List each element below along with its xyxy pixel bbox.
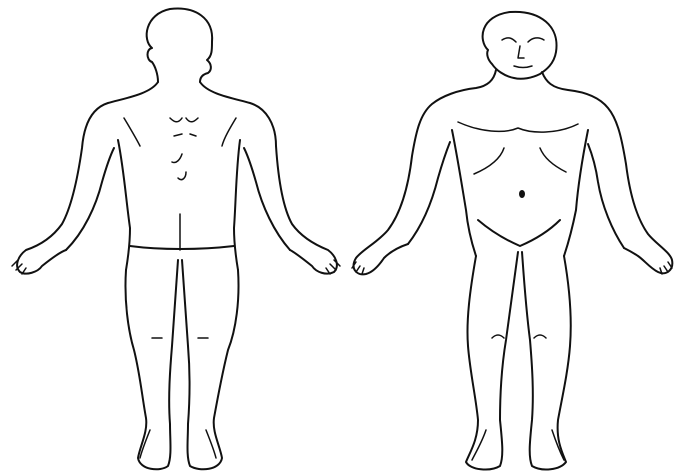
front-groin-line <box>478 220 560 246</box>
back-body-contour <box>17 82 337 274</box>
back-waist-line <box>130 246 234 249</box>
front-navel <box>519 190 525 198</box>
front-eye-left <box>502 38 516 42</box>
front-feet-lines <box>472 430 564 460</box>
front-view-figure <box>352 12 672 470</box>
back-shoulder-blade-left <box>124 118 140 146</box>
back-arm-inner <box>66 148 290 250</box>
front-knee-marks <box>492 335 546 338</box>
front-eye-right <box>528 38 544 42</box>
front-nose <box>518 46 524 58</box>
front-ribs <box>474 148 566 174</box>
front-head-outline <box>483 12 557 79</box>
front-mouth <box>514 66 532 68</box>
back-view-figure <box>12 9 340 470</box>
back-spine-marks <box>170 118 198 180</box>
front-arm-inner <box>408 142 624 248</box>
back-feet-lines <box>140 430 216 458</box>
front-chest-line <box>458 122 578 132</box>
back-legs-contour <box>125 260 238 469</box>
back-head-outline <box>147 9 212 82</box>
back-shoulder-blade-right <box>222 118 236 146</box>
